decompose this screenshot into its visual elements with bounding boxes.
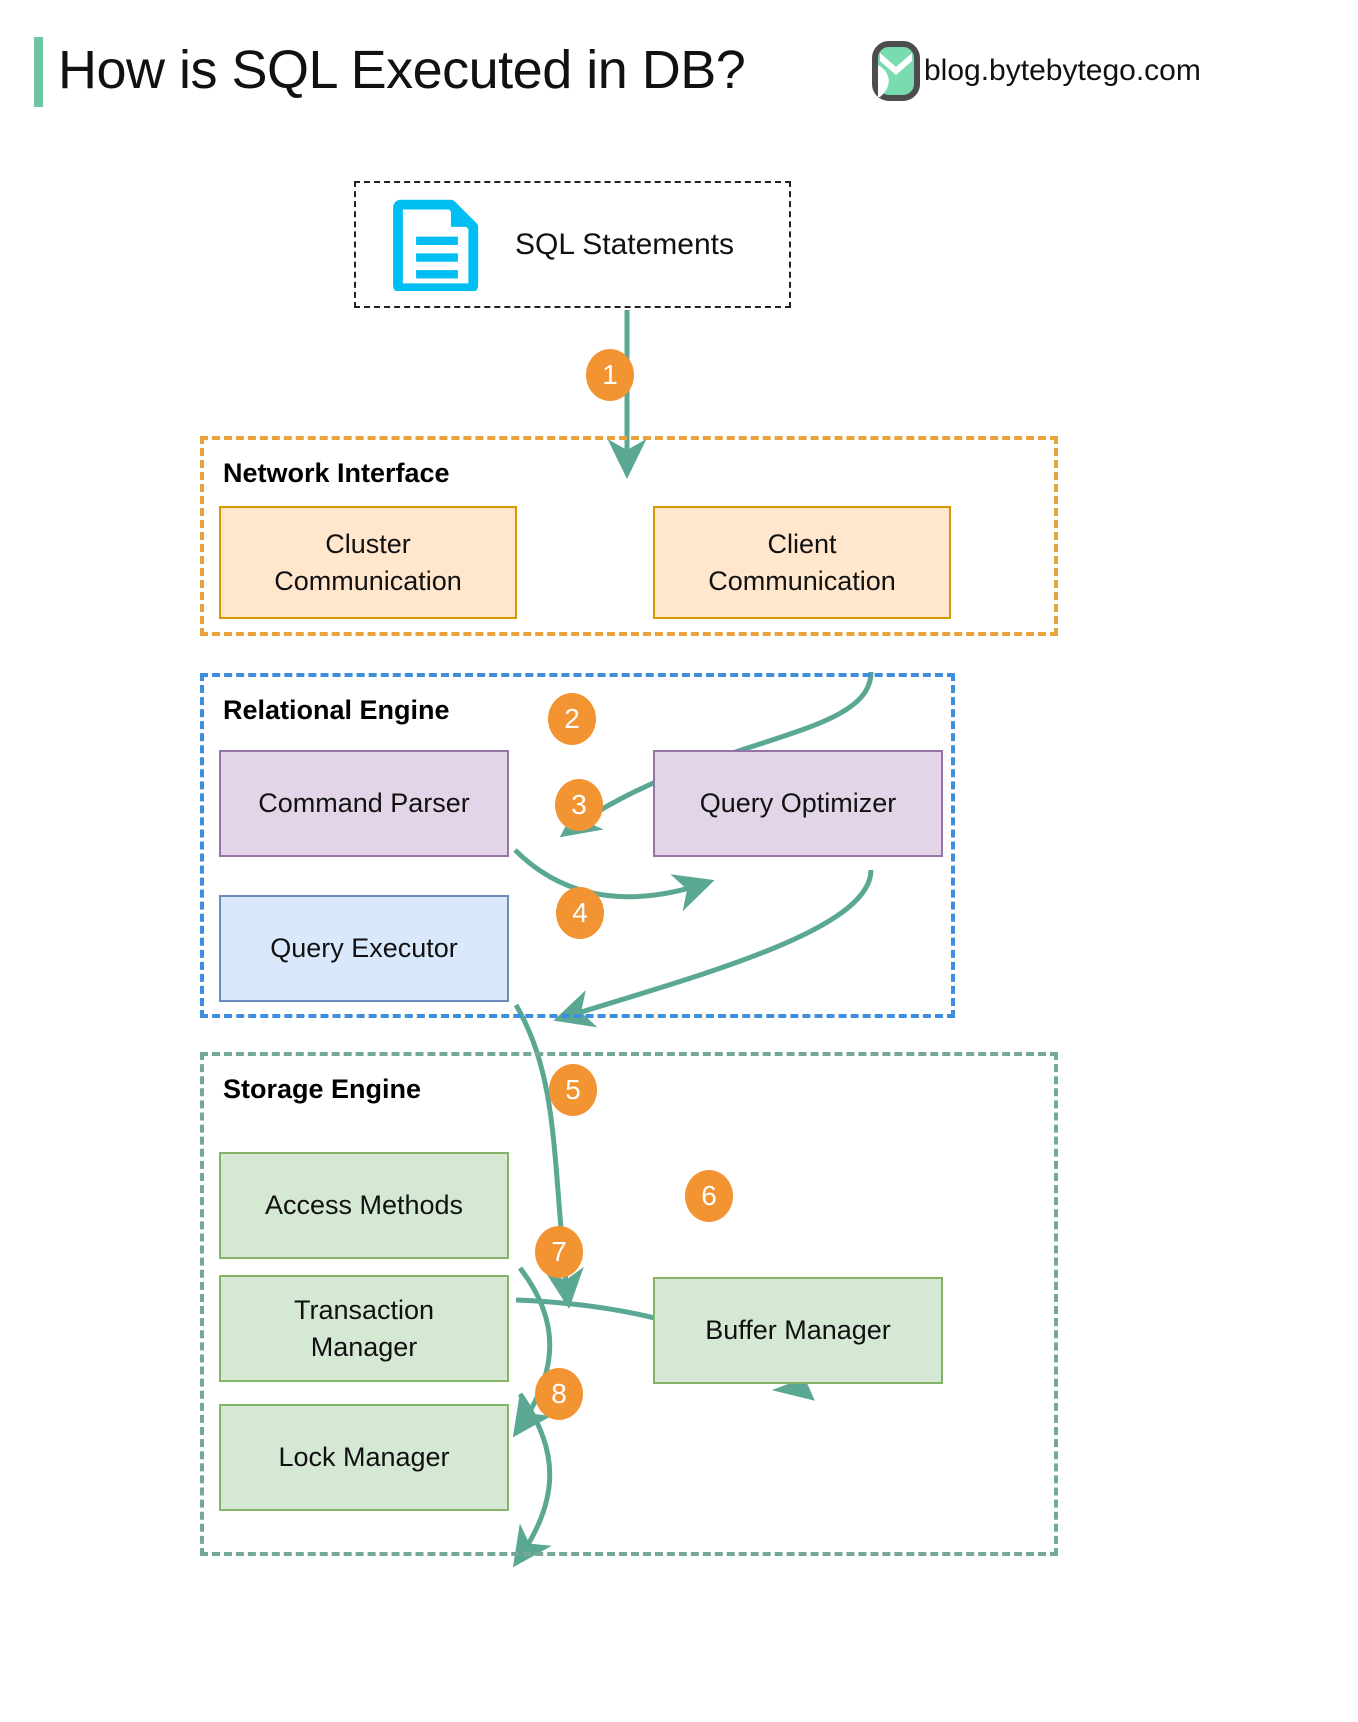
- step-badge-2: 2: [548, 693, 596, 745]
- node-label-command-parser: Command Parser: [258, 788, 470, 819]
- document-icon: [393, 199, 479, 291]
- group-title-storage-engine: Storage Engine: [223, 1074, 422, 1104]
- node-buffer-manager[interactable]: Buffer Manager: [653, 1277, 943, 1384]
- node-query-executor[interactable]: Query Executor: [219, 895, 509, 1002]
- title-accent-bar: [34, 37, 43, 107]
- group-title-network-interface: Network Interface: [223, 458, 450, 488]
- sql-statements-label: SQL Statements: [515, 227, 734, 261]
- brand: blog.bytebytego.com: [872, 40, 1201, 102]
- group-network-interface: Network Interface: [200, 436, 1058, 636]
- node-access-methods[interactable]: Access Methods: [219, 1152, 509, 1259]
- step-badge-5: 5: [549, 1064, 597, 1116]
- node-label-lock-manager: Lock Manager: [278, 1442, 450, 1473]
- node-label-query-executor: Query Executor: [270, 933, 458, 964]
- step-badge-8: 8: [535, 1368, 583, 1420]
- group-storage-engine: Storage Engine: [200, 1052, 1058, 1556]
- node-label-buffer-manager: Buffer Manager: [705, 1315, 891, 1346]
- brand-label: blog.bytebytego.com: [924, 54, 1201, 87]
- step-badge-6: 6: [685, 1170, 733, 1222]
- group-title-relational-engine: Relational Engine: [223, 695, 450, 725]
- step-badge-3: 3: [555, 779, 603, 831]
- node-query-optimizer[interactable]: Query Optimizer: [653, 750, 943, 857]
- bytebytego-logo-icon: [872, 41, 920, 101]
- page-header: How is SQL Executed in DB? blog.bytebyte…: [0, 0, 1358, 130]
- node-lock-manager[interactable]: Lock Manager: [219, 1404, 509, 1511]
- step-badge-7: 7: [535, 1226, 583, 1278]
- page-title: How is SQL Executed in DB?: [58, 40, 746, 100]
- step-badge-4: 4: [556, 887, 604, 939]
- node-command-parser[interactable]: Command Parser: [219, 750, 509, 857]
- node-label-query-optimizer: Query Optimizer: [699, 788, 897, 819]
- sql-statements-box: SQL Statements: [354, 181, 791, 308]
- group-relational-engine: Relational Engine: [200, 673, 955, 1018]
- step-badge-1: 1: [586, 349, 634, 401]
- node-label-access-methods: Access Methods: [264, 1190, 464, 1221]
